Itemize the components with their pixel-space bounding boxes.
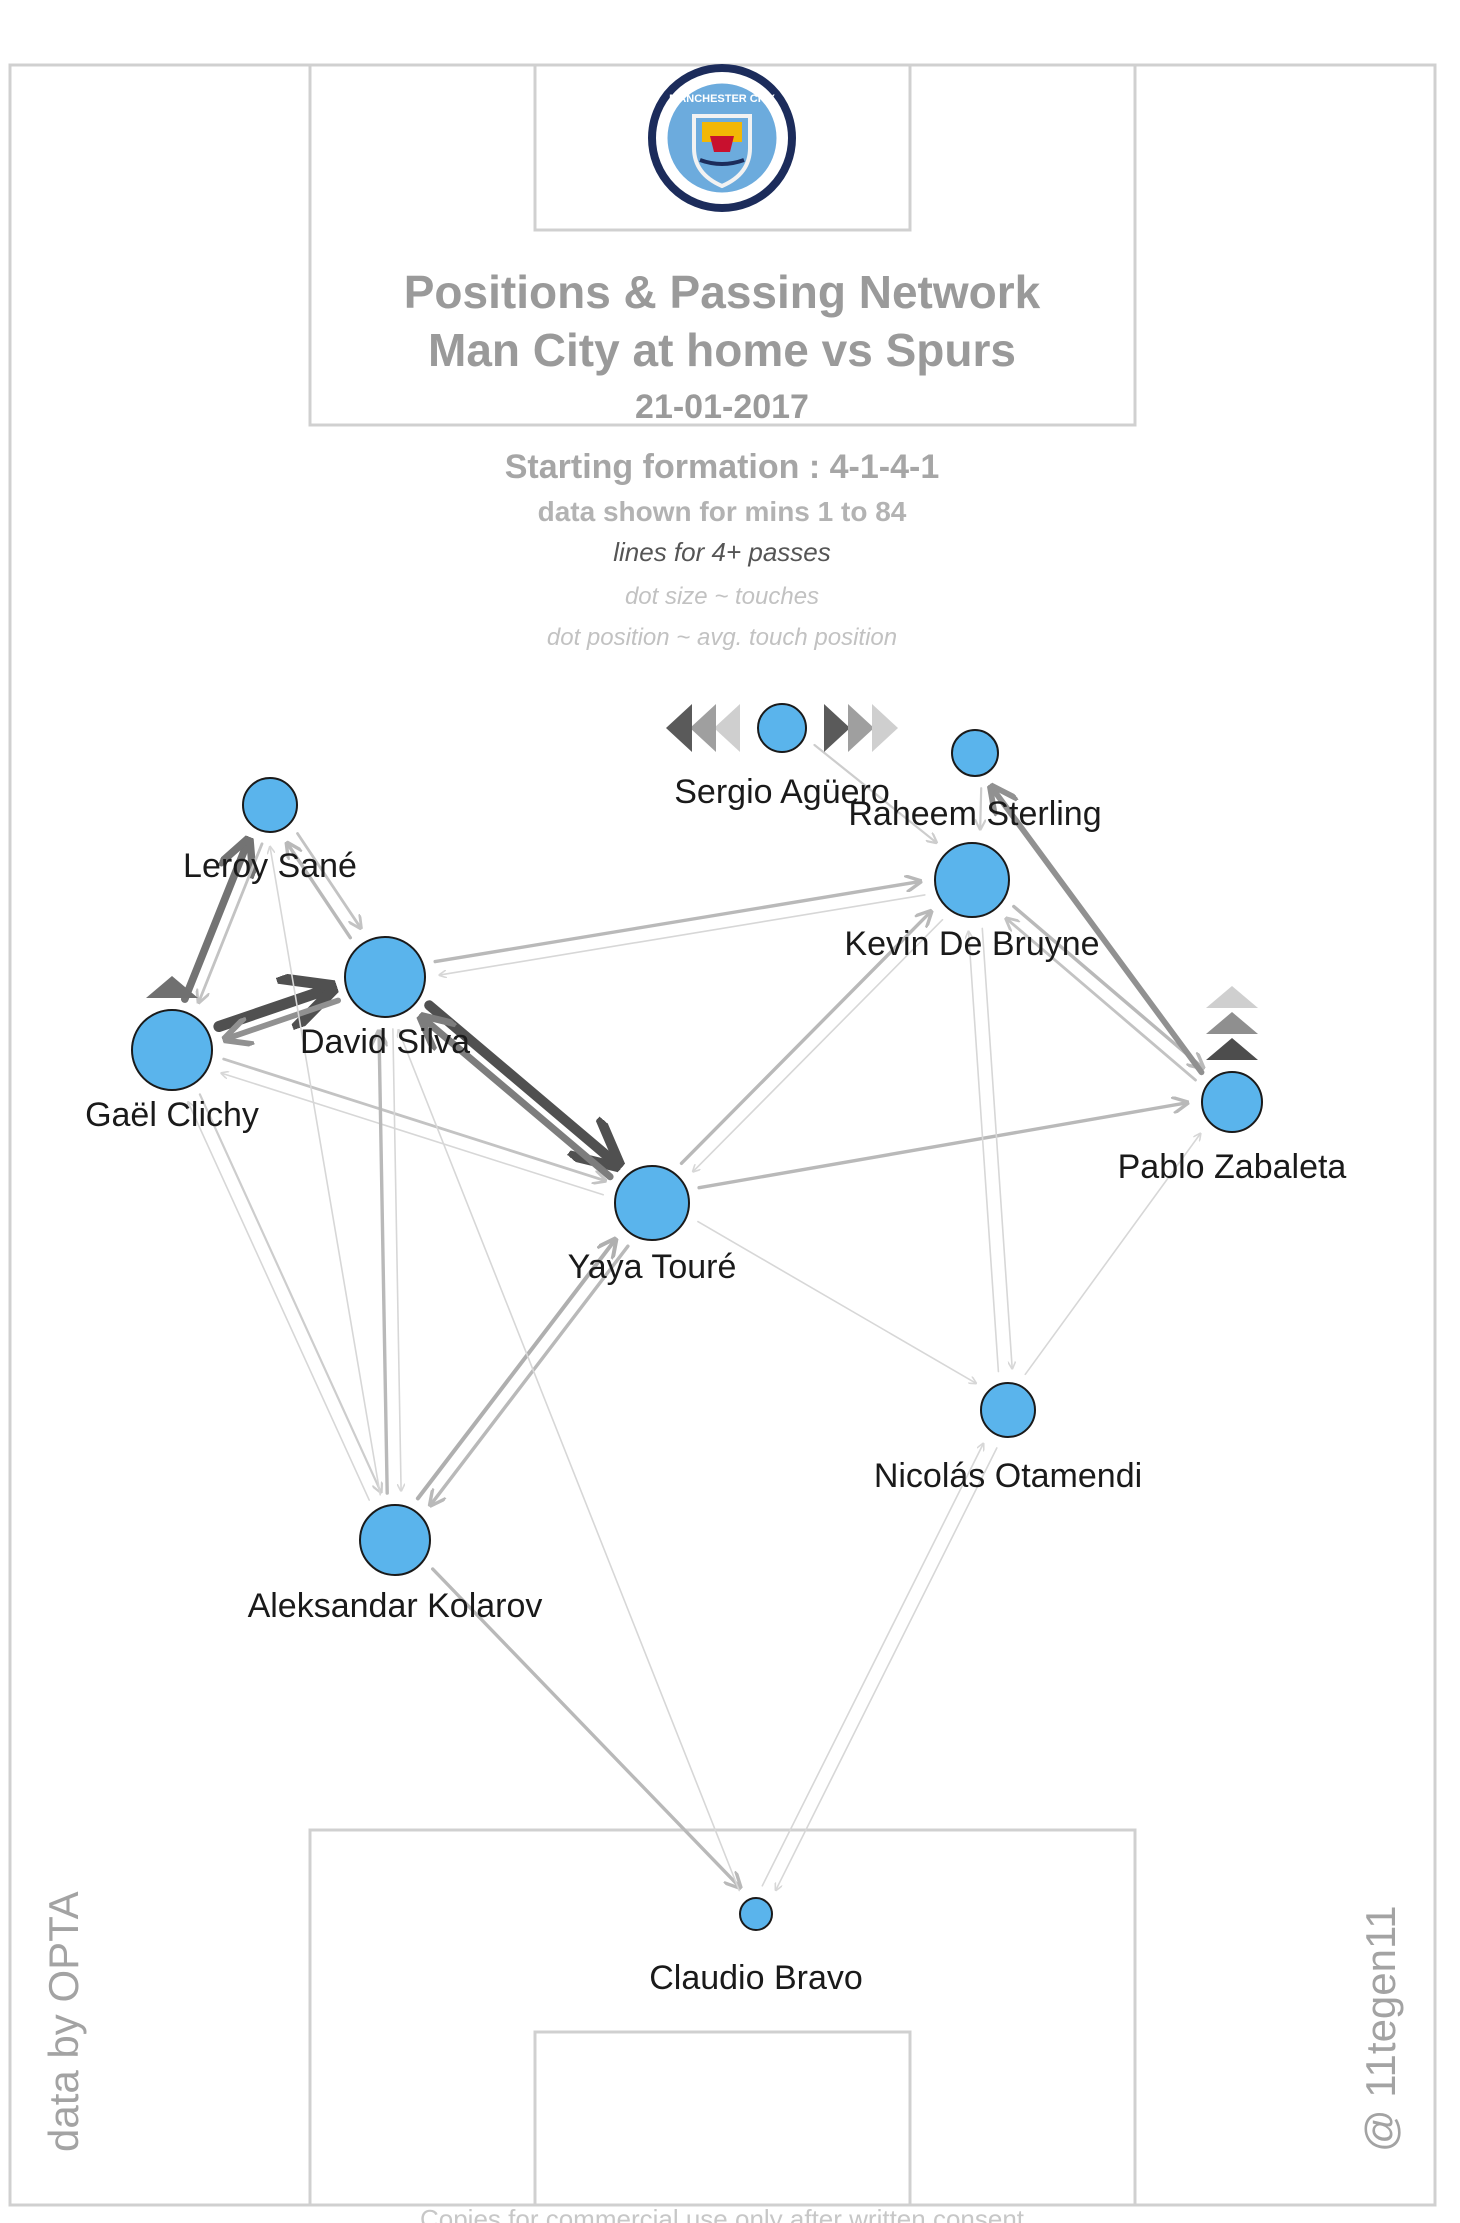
pass-line-otamendi-to-zabaleta: [1024, 1134, 1200, 1376]
pass-line-kolarov-to-bravo: [431, 1567, 741, 1888]
data-source-credit: data by OPTA: [40, 1891, 87, 2152]
pass-line-toure-to-otamendi: [697, 1220, 976, 1384]
chart-title-line-1: Positions & Passing Network: [404, 266, 1041, 318]
pass-line-clichy-to-toure: [222, 1057, 606, 1181]
player-node-zabaleta: [1201, 1071, 1263, 1133]
pass-lines: [181, 743, 1205, 1892]
pass-line-silva-to-sane: [287, 843, 352, 940]
direction-marker-zabaleta-up-0: [1206, 1038, 1258, 1060]
pass-line-silva-to-toure: [424, 1000, 617, 1164]
man-city-crest-icon: MANCHESTER CITY: [648, 64, 796, 212]
pass-line-clichy-to-kolarov: [198, 1093, 381, 1492]
direction-marker-aguero-left-0: [714, 704, 740, 752]
player-label-kolarov: Aleksandar Kolarov: [248, 1587, 543, 1625]
formation-label: Starting formation : 4-1-4-1: [505, 448, 939, 486]
pass-line-sane-to-silva: [296, 832, 361, 929]
direction-marker-zabaleta-up-1: [1206, 1012, 1258, 1034]
player-label-debruyne: Kevin De Bruyne: [844, 925, 1099, 963]
player-label-toure: Yaya Touré: [568, 1248, 737, 1286]
lines-note: lines for 4+ passes: [613, 537, 831, 567]
player-label-bravo: Claudio Bravo: [649, 1959, 863, 1997]
pass-line-bravo-to-otamendi: [761, 1444, 983, 1887]
direction-marker-aguero-right-0: [824, 704, 850, 752]
player-nodes: [131, 703, 1263, 1931]
player-node-toure: [614, 1165, 690, 1241]
player-label-sterling: Raheem Sterling: [848, 795, 1101, 833]
pass-line-toure-to-debruyne: [679, 911, 932, 1166]
player-label-otamendi: Nicolás Otamendi: [874, 1457, 1142, 1495]
minutes-note: data shown for mins 1 to 84: [538, 496, 907, 527]
chart-title-line-2: Man City at home vs Spurs: [428, 324, 1016, 376]
direction-marker-zabaleta-up-2: [1206, 986, 1258, 1008]
direction-marker-clichy-up-0: [146, 976, 198, 998]
player-node-silva: [344, 936, 426, 1018]
direction-marker-aguero-left-2: [666, 704, 692, 752]
pass-line-otamendi-to-debruyne: [969, 931, 1000, 1373]
bottom-goal-area: [533, 2030, 912, 2207]
player-node-sterling: [951, 729, 999, 777]
player-label-clichy: Gaël Clichy: [85, 1096, 259, 1134]
pitch-outline: [8, 63, 1437, 2207]
player-node-debruyne: [934, 842, 1010, 918]
direction-markers: [146, 704, 1258, 1060]
dot-size-note: dot size ~ touches: [625, 583, 819, 610]
player-label-silva: David Silva: [300, 1023, 470, 1061]
player-node-kolarov: [359, 1504, 431, 1576]
pass-line-toure-to-silva: [422, 1017, 614, 1181]
pass-line-silva-to-clichy: [225, 997, 342, 1040]
pass-line-clichy-to-sane: [181, 841, 249, 1003]
bottom-penalty-box: [308, 1828, 1137, 2207]
pass-line-sane-to-clichy: [199, 842, 264, 1003]
pass-line-debruyne-to-otamendi: [981, 927, 1012, 1368]
player-node-clichy: [131, 1009, 213, 1091]
pass-line-bravo-to-silva: [398, 1030, 741, 1892]
player-node-sane: [242, 777, 298, 833]
match-date: 21-01-2017: [635, 388, 809, 426]
pitch: [8, 63, 1437, 2207]
player-node-aguero: [757, 703, 807, 753]
pass-line-kolarov-to-toure: [415, 1239, 616, 1501]
direction-marker-aguero-left-1: [690, 704, 716, 752]
pass-line-zabaleta-to-sterling: [991, 787, 1205, 1076]
pass-line-otamendi-to-bravo: [776, 1447, 998, 1890]
pass-line-toure-to-kolarov: [430, 1244, 630, 1505]
direction-marker-aguero-right-1: [848, 704, 874, 752]
player-label-sane: Leroy Sané: [183, 847, 357, 885]
pass-line-debruyne-to-silva: [439, 894, 926, 975]
pass-line-aguero-to-debruyne: [813, 743, 937, 843]
pass-line-silva-to-kolarov: [392, 1028, 401, 1491]
dot-position-note: dot position ~ avg. touch position: [547, 624, 897, 651]
footer-copyright: Copies for commercial use only after wri…: [420, 2204, 1025, 2223]
pass-line-toure-to-clichy: [221, 1073, 605, 1196]
pass-line-kolarov-to-silva: [379, 1031, 389, 1495]
svg-text:MANCHESTER CITY: MANCHESTER CITY: [669, 93, 775, 105]
author-credit: @ 11tegen11: [1357, 1905, 1404, 2152]
pass-line-debruyne-to-zabaleta: [1012, 904, 1203, 1069]
pass-line-debruyne-to-toure: [693, 918, 944, 1172]
pass-line-toure-to-zabaleta: [697, 1103, 1187, 1190]
pass-line-silva-to-debruyne: [433, 881, 920, 964]
player-node-otamendi: [980, 1382, 1036, 1438]
player-label-aguero: Sergio Agüero: [674, 773, 890, 811]
player-label-zabaleta: Pablo Zabaleta: [1118, 1148, 1347, 1186]
pass-line-kolarov-to-clichy: [188, 1102, 371, 1501]
direction-marker-aguero-right-2: [872, 704, 898, 752]
pass-line-kolarov-to-sane: [270, 847, 382, 1496]
player-node-bravo: [739, 1897, 773, 1931]
pass-line-zabaleta-to-debruyne: [1006, 918, 1197, 1082]
pass-line-sterling-to-debruyne: [980, 787, 981, 829]
